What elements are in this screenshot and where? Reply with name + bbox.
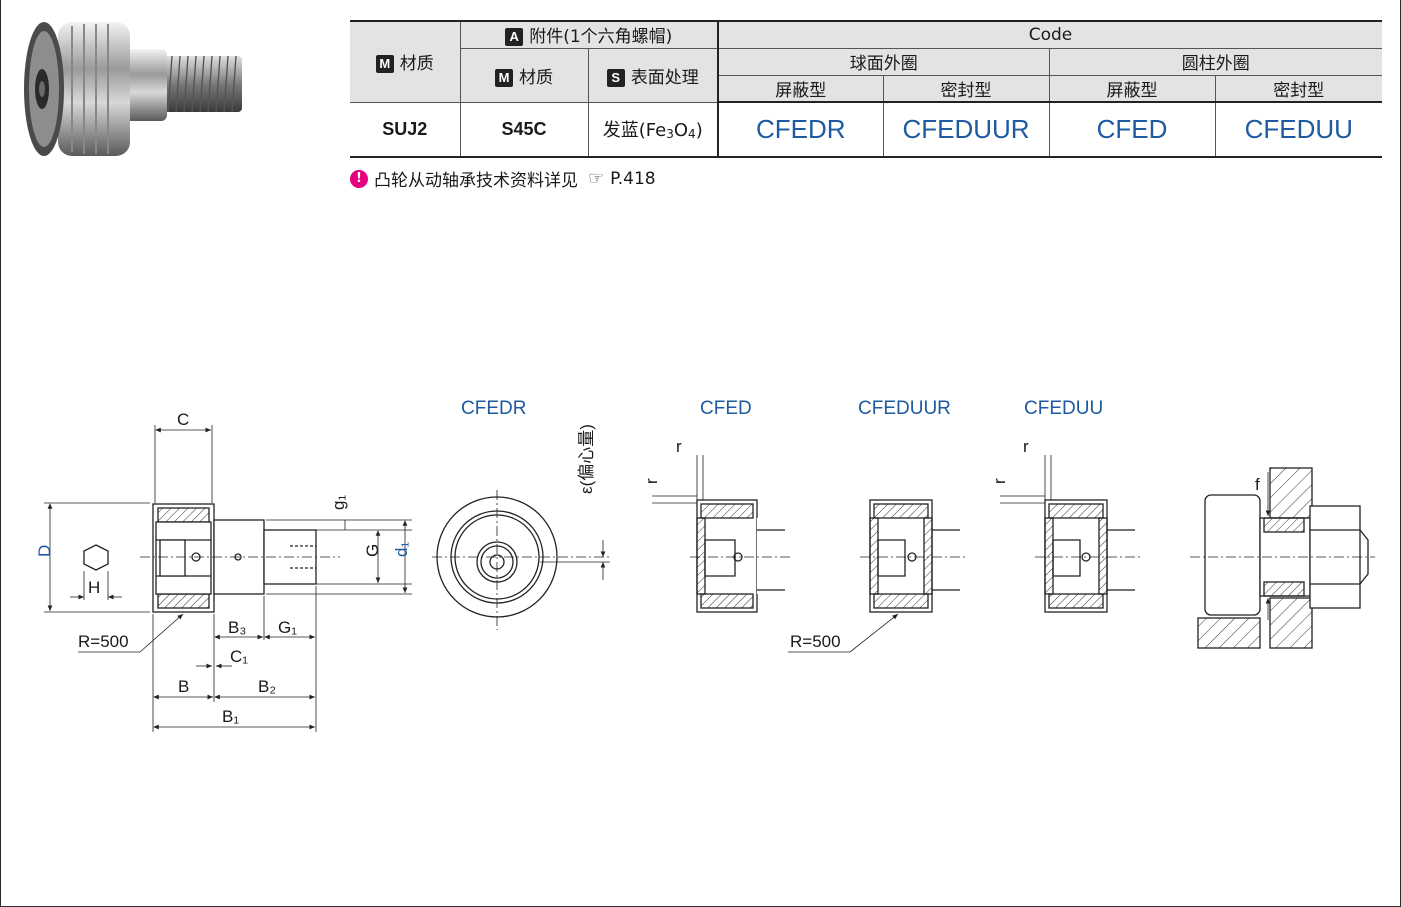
header-sealed-1: 密封型 <box>882 74 1050 103</box>
cell-accessory-material: S45C <box>459 101 589 158</box>
label-cfed: CFED <box>700 398 752 419</box>
code-cfeduu[interactable]: CFEDUU <box>1214 101 1382 158</box>
header-cylindrical-outer: 圆柱外圈 <box>1048 47 1382 76</box>
dim-b3: B₃ <box>228 618 246 637</box>
label-cfedr: CFEDR <box>461 398 526 419</box>
code-cfeduur[interactable]: CFEDUUR <box>882 101 1050 158</box>
dim-r-cfed-v: r <box>642 478 661 484</box>
technical-note: ! 凸轮从动轴承技术资料详见 ☞ P.418 <box>350 166 656 191</box>
dim-b: B <box>178 677 189 696</box>
code-cfed[interactable]: CFED <box>1048 101 1216 158</box>
dim-c1: C₁ <box>230 647 248 666</box>
label-cfeduu: CFEDUU <box>1024 398 1103 419</box>
note-page-ref[interactable]: P.418 <box>610 168 656 189</box>
header-shielded-1: 屏蔽型 <box>717 74 884 103</box>
note-text: 凸轮从动轴承技术资料详见 <box>374 171 578 191</box>
info-pin-icon: ! <box>350 169 368 188</box>
dim-r-cfeduu-h: r <box>1023 437 1029 456</box>
header-spherical-outer: 球面外圈 <box>717 47 1050 76</box>
product-photo <box>24 22 242 156</box>
code-cfedr[interactable]: CFEDR <box>717 101 884 158</box>
drawing-cfed <box>652 455 790 613</box>
dim-r-cfeduu-v: r <box>990 478 1009 484</box>
dim-g1: g₁ <box>329 495 348 510</box>
dim-r500-left: R=500 <box>78 632 129 651</box>
dim-g1-length: G₁ <box>278 618 297 637</box>
drawing-cfeduur <box>788 499 965 653</box>
mounting-drawing <box>1190 467 1375 649</box>
header-sealed-2: 密封型 <box>1214 74 1382 103</box>
dim-f: f <box>1255 475 1260 494</box>
dim-b2: B₂ <box>258 677 276 696</box>
dim-c: C <box>177 410 189 429</box>
dim-r-cfed-h: r <box>676 437 682 456</box>
cell-surface-treatment: 发蓝(Fe3O4) <box>587 101 719 158</box>
dim-g: G <box>363 544 382 557</box>
dim-r500-right: R=500 <box>790 632 841 651</box>
pointing-hand-icon: ☞ <box>588 168 605 189</box>
dim-d: D <box>35 545 54 557</box>
dim-b1: B₁ <box>222 707 239 726</box>
dim-h: H <box>88 578 100 597</box>
eccentric-end-view <box>432 490 610 630</box>
label-cfeduur: CFEDUUR <box>858 398 951 419</box>
dim-d1: d₁ <box>392 542 411 557</box>
main-dimension-drawing <box>83 503 340 613</box>
drawing-cfeduu <box>1000 455 1140 613</box>
header-shielded-2: 屏蔽型 <box>1048 74 1216 103</box>
header-code: Code <box>717 20 1382 49</box>
dim-eccentricity: ε(偏心量) <box>577 424 596 494</box>
